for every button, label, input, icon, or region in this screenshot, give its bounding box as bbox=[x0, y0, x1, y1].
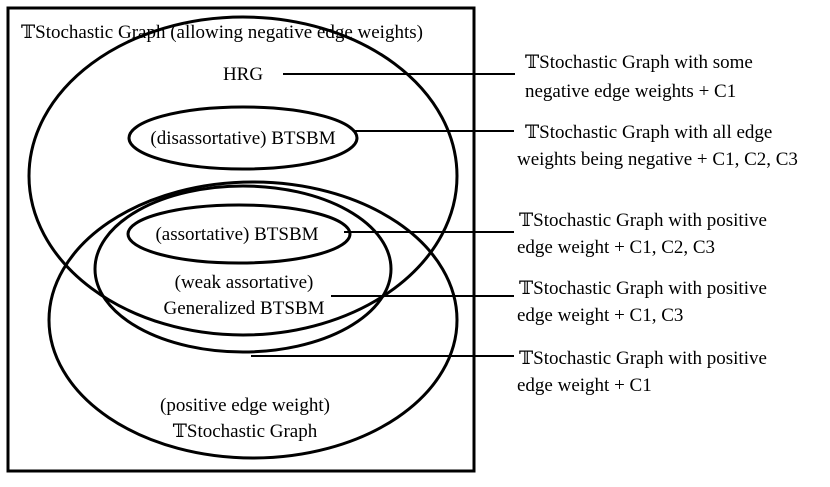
assortative-ellipse bbox=[126, 203, 352, 265]
outer-box bbox=[6, 6, 476, 473]
weak-assortative-ellipse bbox=[93, 184, 393, 354]
annotation-assortative-line2: edge weight + C1, C2, C3 bbox=[517, 237, 715, 258]
annotation-positive-line1: 𝕋Stochastic Graph with positive bbox=[519, 348, 767, 369]
annotation-hrg-line2: negative edge weights + C1 bbox=[525, 81, 736, 102]
annotation-weak-assortative-line1: 𝕋Stochastic Graph with positive bbox=[519, 278, 767, 299]
hrg-ellipse bbox=[27, 15, 459, 337]
positive-weight-label-line2: 𝕋Stochastic Graph bbox=[173, 421, 318, 442]
disassortative-ellipse bbox=[127, 105, 359, 171]
outer-box-title: 𝕋Stochastic Graph (allowing negative edg… bbox=[21, 22, 423, 43]
annotation-positive-line2: edge weight + C1 bbox=[517, 375, 652, 396]
annotation-assortative-line1: 𝕋Stochastic Graph with positive bbox=[519, 210, 767, 231]
assortative-label: (assortative) BTSBM bbox=[155, 224, 318, 245]
weak-assortative-label-line1: (weak assortative) bbox=[175, 272, 314, 293]
positive-weight-label-line1: (positive edge weight) bbox=[160, 395, 330, 416]
disassortative-label: (disassortative) BTSBM bbox=[150, 128, 335, 149]
weak-assortative-label-line2: Generalized BTSBM bbox=[164, 298, 325, 319]
positive-weight-ellipse bbox=[47, 180, 459, 460]
annotation-hrg-line1: 𝕋Stochastic Graph with some bbox=[525, 52, 753, 73]
hrg-label: HRG bbox=[223, 64, 263, 85]
annotation-disassortative-line2: weights being negative + C1, C2, C3 bbox=[517, 149, 798, 170]
annotation-weak-assortative-line2: edge weight + C1, C3 bbox=[517, 305, 683, 326]
annotation-disassortative-line1: 𝕋Stochastic Graph with all edge bbox=[525, 122, 772, 143]
